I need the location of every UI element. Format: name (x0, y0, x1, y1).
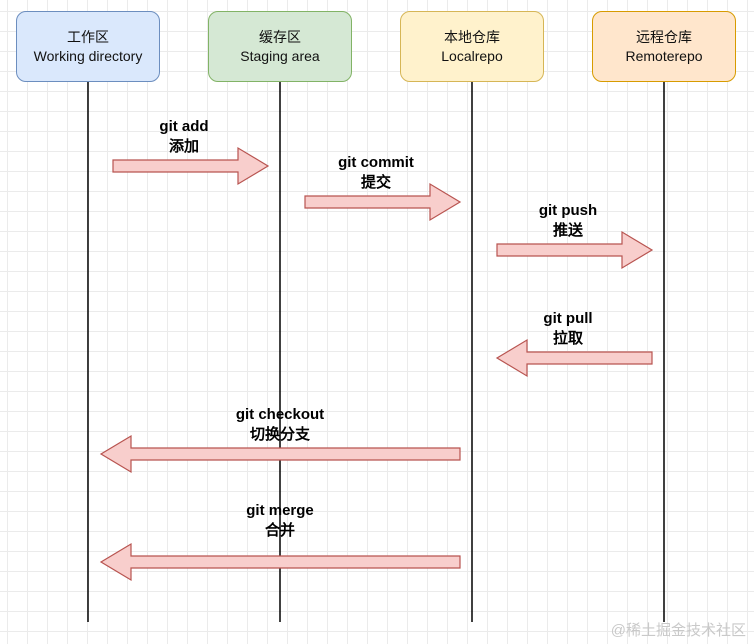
arrow-label-push: git push 推送 (539, 201, 597, 241)
lifeline-title-en: Staging area (240, 47, 320, 64)
lifeline-title-cn: 缓存区 (259, 28, 301, 45)
arrow-command: git merge (246, 502, 314, 519)
arrow-label-checkout: git checkout 切换分支 (236, 405, 324, 445)
arrow-label-add: git add 添加 (159, 117, 208, 157)
arrow-pull (495, 338, 653, 378)
arrow-meaning: 切换分支 (249, 426, 311, 443)
arrow-command: git checkout (235, 406, 325, 423)
lifeline-box-local: 本地仓库 Localrepo (400, 11, 544, 82)
arrow-meaning: 合并 (264, 522, 296, 539)
lifeline-title-en: Localrepo (441, 47, 503, 64)
arrow-meaning: 推送 (552, 222, 584, 239)
arrow-label-commit: git commit 提交 (338, 153, 414, 193)
lifeline-title-en: Working directory (33, 47, 143, 64)
arrow-command: git commit (338, 154, 414, 171)
arrow-push (496, 230, 654, 270)
lifeline-box-working: 工作区 Working directory (16, 11, 160, 82)
arrow-add (112, 146, 270, 186)
lifeline-title-cn: 远程仓库 (636, 28, 692, 45)
arrow-merge (99, 542, 461, 582)
lifeline-title-en: Remoterepo (625, 47, 703, 64)
arrow-command: git add (159, 118, 209, 135)
lifeline-box-remote: 远程仓库 Remoterepo (592, 11, 736, 82)
watermark: @稀土掘金技术社区 (610, 622, 746, 639)
lifeline-box-staging: 缓存区 Staging area (208, 11, 352, 82)
arrow-label-merge: git merge 合并 (246, 501, 314, 541)
arrow-command: git push (538, 202, 598, 219)
arrow-command: git pull (543, 310, 593, 327)
arrow-meaning: 拉取 (552, 330, 583, 347)
lifeline-title-cn: 工作区 (67, 28, 109, 45)
arrow-commit (304, 182, 462, 222)
arrow-label-pull: git pull 拉取 (543, 309, 592, 349)
arrow-meaning: 提交 (360, 174, 391, 191)
arrow-meaning: 添加 (168, 138, 200, 155)
arrow-checkout (99, 434, 461, 474)
lifeline-title-cn: 本地仓库 (444, 28, 500, 45)
